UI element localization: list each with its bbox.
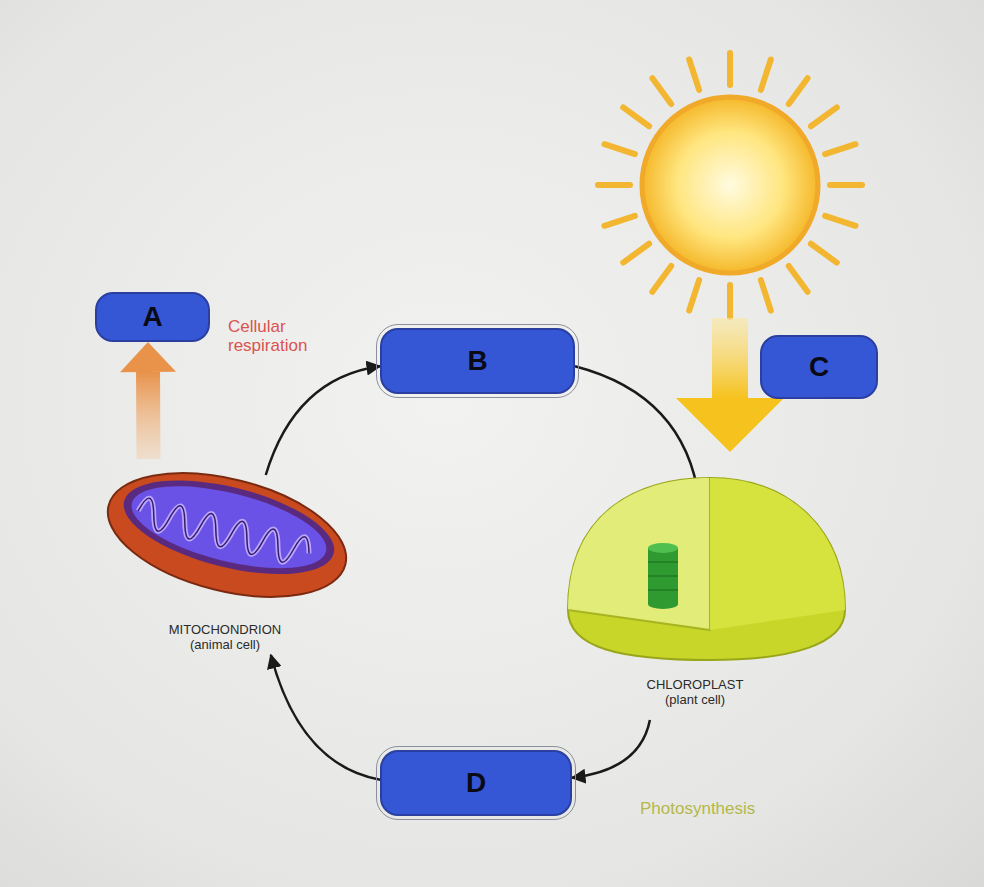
sun-ray (789, 78, 808, 104)
process-label: Cellular respiration (228, 318, 338, 355)
sun-ray (761, 59, 771, 89)
sun-ray (825, 216, 855, 226)
cycle-arrow (271, 655, 380, 780)
chloroplast: CHLOROPLAST (plant cell) (560, 470, 850, 720)
energy-arrow (120, 342, 176, 459)
mitochondrion: MITOCHONDRION (animal cell) (100, 455, 355, 655)
chloroplast-illustration (560, 470, 850, 670)
cycle-arrow (572, 720, 650, 778)
answer-box: A (95, 292, 210, 342)
answer-box: B (380, 328, 575, 394)
cycle-arrow (266, 366, 380, 475)
organelle-label: MITOCHONDRION (animal cell) (160, 623, 290, 653)
sun-ray (652, 266, 671, 292)
sun-ray (623, 244, 649, 263)
sun-ray (830, 182, 862, 188)
box-letter: A (142, 301, 162, 333)
sun-ray (623, 107, 649, 126)
process-label: Photosynthesis (640, 800, 800, 819)
answer-box: C (760, 335, 878, 399)
box-letter: C (809, 351, 829, 383)
sun-ray (761, 280, 771, 310)
sun-ray (825, 144, 855, 154)
sun-ray (789, 266, 808, 292)
sun-ray (604, 216, 634, 226)
sun-ray (727, 285, 733, 317)
sun-ray (689, 280, 699, 310)
sun-ray (811, 244, 837, 263)
sun-ray (604, 144, 634, 154)
organelle-label: CHLOROPLAST (plant cell) (635, 678, 755, 708)
box-letter: B (467, 345, 487, 377)
mitochondrion-illustration (100, 455, 355, 620)
sun-ray (727, 53, 733, 85)
sun-ray (652, 78, 671, 104)
sun-ray (811, 107, 837, 126)
box-letter: D (466, 767, 486, 799)
sun-ray (689, 59, 699, 89)
answer-box: D (380, 750, 572, 816)
sun-ray (598, 182, 630, 188)
